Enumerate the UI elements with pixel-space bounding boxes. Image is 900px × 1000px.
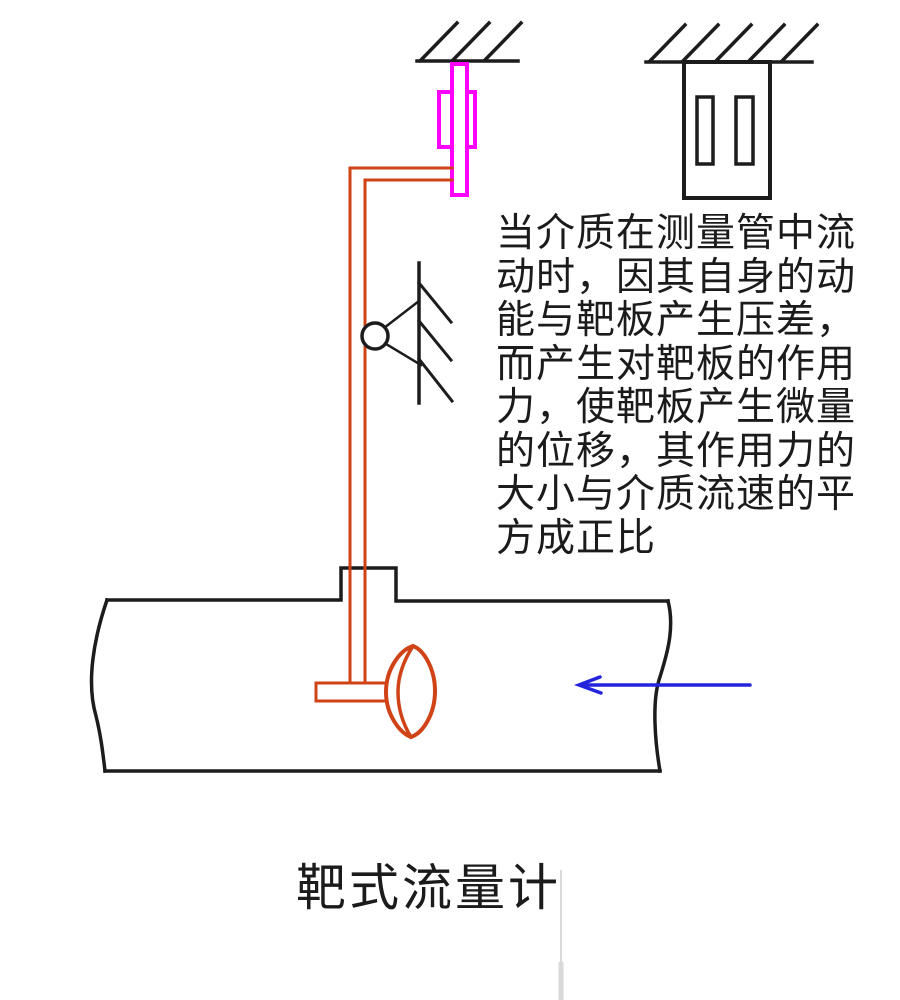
- hatch-stroke: [779, 22, 820, 64]
- pivot-support: [382, 261, 455, 405]
- rod-outer-line: [348, 166, 454, 686]
- left-support-hatching: [415, 20, 524, 63]
- pipe-top-wall: [105, 566, 670, 603]
- transducer-slot-left: [695, 95, 715, 166]
- hatch-stroke: [450, 20, 492, 63]
- pipe-break-right: [653, 598, 673, 774]
- pivot-strut-upper: [382, 299, 421, 330]
- transducer-housing: [682, 60, 772, 200]
- hatch-stroke: [647, 22, 688, 64]
- description-line: 方成正比: [496, 515, 657, 561]
- right-support-hatching: [644, 22, 820, 64]
- description-text-block: 当介质在测量管中流 动时，因其自身的动 能与靶板产生压差， 而产生对靶板的作用 …: [496, 212, 868, 560]
- hatch-stroke: [416, 356, 455, 404]
- black-lineart-group: [89, 20, 820, 774]
- hatch-stroke: [680, 22, 721, 64]
- pipe-break-left: [89, 597, 110, 773]
- target-plate-face-edge: [396, 643, 416, 740]
- description-line: 能与靶板产生压差，: [496, 298, 857, 343]
- magenta-sensor-group: [437, 62, 477, 197]
- transducer-slot-right: [734, 95, 755, 166]
- target-rod-group: [314, 166, 454, 740]
- description-line: 大小与介质流速的平: [496, 472, 857, 517]
- measuring-pipe: [89, 566, 673, 774]
- lever-arm: [314, 681, 392, 703]
- pivot-strut-lower: [384, 342, 423, 367]
- pivot-fulcrum-circle: [360, 321, 390, 351]
- description-line: 当介质在测量管中流: [496, 211, 857, 256]
- rod-inner-line: [363, 178, 454, 686]
- description-line: 的位移，其作用力的: [496, 428, 857, 474]
- hatch-stroke: [713, 22, 754, 64]
- transducer-body: [682, 60, 772, 200]
- hatch-stroke: [416, 318, 454, 363]
- hatch-stroke: [746, 22, 787, 64]
- description-line: 动时，因其自身的动: [496, 254, 857, 300]
- diagram-caption: 靶式流量计: [296, 859, 561, 917]
- flow-arrow-group: [573, 675, 752, 695]
- hatch-stroke: [416, 280, 454, 325]
- sensor-stem: [450, 62, 469, 197]
- target-plate-disc: [383, 643, 438, 740]
- hatch-stroke: [482, 20, 524, 63]
- description-line: 而产生对靶板的作用: [496, 341, 857, 387]
- hatch-stroke: [418, 20, 460, 63]
- description-line: 力，使靶板产生微量: [496, 385, 857, 430]
- flow-arrowhead-left-icon: [573, 675, 603, 695]
